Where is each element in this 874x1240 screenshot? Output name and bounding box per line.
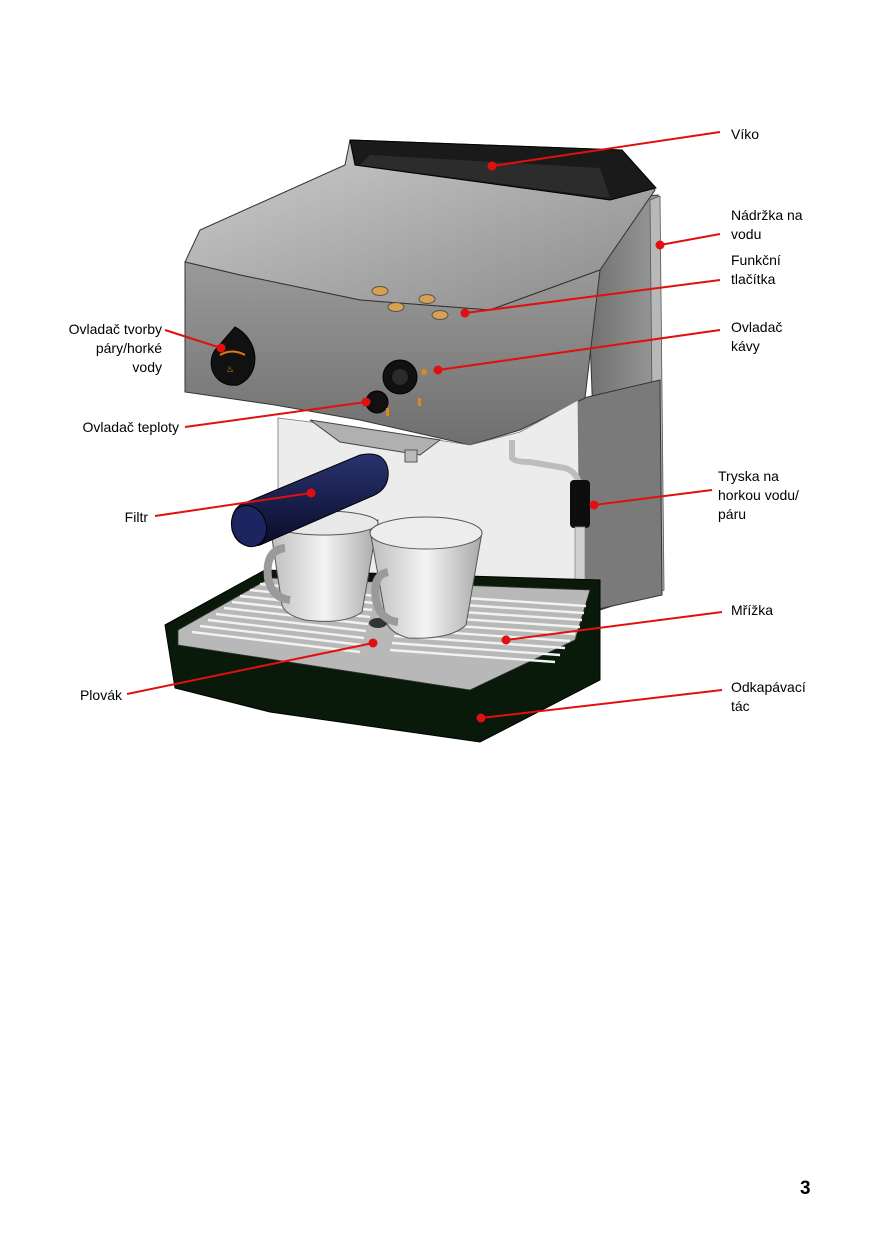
label-funkcni-line2: tlačítka xyxy=(731,271,776,287)
label-ovladac-kavy-line1: Ovladač xyxy=(731,319,783,335)
steam-wand xyxy=(509,440,583,489)
leader-filtr xyxy=(154,492,312,517)
leader-lines xyxy=(126,131,723,723)
steam-wand-nozzle xyxy=(570,480,590,528)
leader-odkapavaci xyxy=(480,689,723,719)
label-plovak: Plovák xyxy=(80,686,122,705)
leader-ovladac-kavy xyxy=(437,329,721,371)
label-funkcni-line1: Funkční xyxy=(731,252,781,268)
label-ovladac-teploty: Ovladač teploty xyxy=(83,418,180,437)
label-plovak-text: Plovák xyxy=(79,687,122,703)
label-tryska-line3: páru xyxy=(718,506,747,522)
label-viko: Víko xyxy=(731,125,759,144)
label-odkapavaci-tac: Odkapávací tác xyxy=(731,678,806,716)
label-odkapavaci-line2: tác xyxy=(731,698,750,714)
leader-viko xyxy=(491,131,721,167)
label-ovladac-kavy: Ovladač kávy xyxy=(731,318,782,356)
label-filtr-text: Filtr xyxy=(124,509,148,525)
label-ovladac-kavy-line2: kávy xyxy=(731,338,760,354)
leader-nadrzka xyxy=(659,233,721,246)
label-ovladac-pary: Ovladač tvorby páry/horké vody xyxy=(69,320,162,377)
espresso-machine: ♨ xyxy=(164,139,665,743)
leader-ovladac-teploty xyxy=(184,401,367,428)
label-tryska-line2: horkou vodu/ xyxy=(718,487,799,503)
label-odkapavaci-line1: Odkapávací xyxy=(731,679,806,695)
function-button[interactable] xyxy=(371,286,389,296)
label-ovladac-pary-line3: vody xyxy=(132,359,162,375)
label-nadrzka-line1: Nádržka na xyxy=(731,207,803,223)
svg-text:♨: ♨ xyxy=(226,365,234,375)
label-tryska-line1: Tryska na xyxy=(718,468,779,484)
leader-plovak xyxy=(126,642,374,695)
label-nadrzka-line2: vodu xyxy=(731,226,762,242)
function-button[interactable] xyxy=(431,310,449,320)
steam-knob xyxy=(210,326,256,386)
leader-ovladac-pary xyxy=(164,329,222,349)
brew-group xyxy=(309,419,442,456)
label-mrizka-text: Mřížka xyxy=(731,602,773,618)
label-funkcni-tlacitka: Funkční tlačítka xyxy=(731,251,781,289)
label-mrizka: Mřížka xyxy=(731,601,773,620)
function-button[interactable] xyxy=(387,302,405,312)
filter-handle xyxy=(230,453,389,548)
function-buttons xyxy=(371,286,449,320)
leader-funkcni xyxy=(464,279,721,314)
label-viko-text: Víko xyxy=(731,126,760,142)
label-ovladac-pary-line1: Ovladač tvorby xyxy=(68,321,162,337)
function-button[interactable] xyxy=(418,294,436,304)
leader-mrizka xyxy=(505,611,723,641)
page-number: 3 xyxy=(800,1178,811,1199)
leader-tryska xyxy=(593,489,713,506)
cup xyxy=(369,516,483,639)
label-nadrzka: Nádržka na vodu xyxy=(731,206,803,244)
float-hole xyxy=(369,618,387,628)
label-tryska: Tryska na horkou vodu/ páru xyxy=(718,467,799,524)
label-ovladac-teploty-text: Ovladač teploty xyxy=(82,419,180,435)
label-ovladac-pary-line2: páry/horké xyxy=(95,340,162,356)
label-filtr: Filtr xyxy=(125,508,148,527)
